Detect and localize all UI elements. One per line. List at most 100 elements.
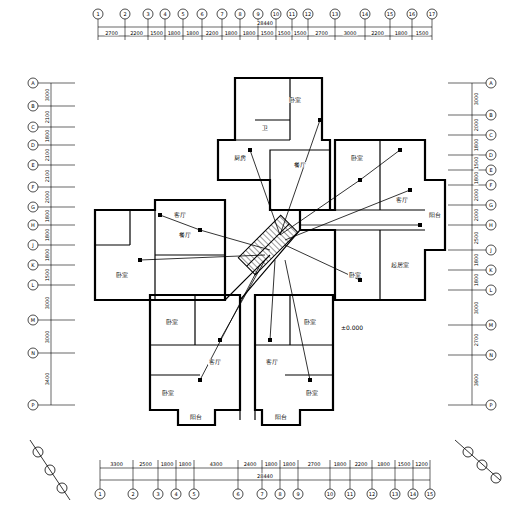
dimension-line bbox=[38, 187, 75, 188]
axis-circle bbox=[28, 122, 38, 132]
room-name: 阳台 bbox=[189, 414, 203, 420]
axis-circle bbox=[93, 9, 103, 19]
dimension-line bbox=[412, 19, 413, 40]
dimension-line bbox=[38, 83, 75, 84]
dimension-line bbox=[100, 468, 430, 469]
room-name: 卧室 bbox=[303, 319, 317, 325]
dimension: 1500 bbox=[45, 268, 50, 283]
room-name: 阳台 bbox=[428, 212, 442, 218]
axis-bubble: 3 bbox=[145, 12, 150, 17]
dimension-line bbox=[448, 115, 486, 116]
dimension: 1800 bbox=[474, 273, 479, 288]
axis-circle bbox=[486, 150, 496, 160]
dimension: 2400 bbox=[243, 462, 258, 467]
axis-circle bbox=[28, 140, 38, 150]
dimension: 2700 bbox=[314, 31, 329, 36]
dimension-line bbox=[292, 19, 293, 40]
dimension: 1800 bbox=[45, 248, 50, 263]
dimension: 1800 bbox=[376, 462, 391, 467]
axis-circle bbox=[486, 265, 496, 275]
axis-bubble: 9 bbox=[295, 492, 300, 497]
axis-bubble: M bbox=[488, 323, 494, 328]
axis-bubble: 11 bbox=[288, 12, 296, 17]
dimension-line bbox=[372, 460, 373, 489]
dimension-line bbox=[432, 19, 433, 40]
dimension-line bbox=[448, 355, 486, 356]
dimension-line bbox=[176, 460, 177, 489]
axis-bubble: G bbox=[488, 203, 494, 208]
dimension-line bbox=[335, 19, 336, 40]
axis-bubble: F bbox=[31, 185, 36, 190]
dimension: 1200 bbox=[414, 462, 429, 467]
dimension: 1800 bbox=[394, 31, 409, 36]
dimension: 2700 bbox=[104, 31, 119, 36]
axis-circle bbox=[486, 350, 496, 360]
dimension-line bbox=[165, 19, 166, 40]
axis-bubble: P bbox=[488, 403, 493, 408]
dimension: 2000 bbox=[45, 190, 50, 205]
dimension: 1800 bbox=[178, 462, 193, 467]
axis-circle bbox=[120, 9, 130, 19]
axis-bubble: J bbox=[31, 243, 34, 248]
corner-axes bbox=[30, 440, 501, 500]
dimension-line bbox=[448, 250, 486, 251]
axis-bubble: 12 bbox=[304, 12, 312, 17]
room-name: 卧室 bbox=[350, 155, 364, 161]
axis-circle bbox=[486, 180, 496, 190]
dimension-line bbox=[51, 83, 52, 405]
dimension-line bbox=[222, 19, 223, 40]
axis-circle bbox=[486, 220, 496, 230]
dimension: 1800 bbox=[333, 462, 348, 467]
dimension: 2200 bbox=[354, 462, 369, 467]
dimension-line bbox=[38, 127, 75, 128]
axis-bubble: J bbox=[489, 248, 492, 253]
room-name: 餐厅 bbox=[178, 232, 192, 238]
axis-circle bbox=[367, 489, 377, 499]
dimension-line bbox=[448, 170, 486, 171]
axis-bubble: L bbox=[489, 288, 494, 293]
axis-bubble: 15 bbox=[386, 12, 394, 17]
axis-circle bbox=[287, 9, 297, 19]
axis-bubble: K bbox=[488, 268, 493, 273]
axis-bubble: 8 bbox=[277, 492, 282, 497]
axis-bubble: 7 bbox=[259, 492, 264, 497]
dimension: 1500 bbox=[149, 31, 164, 36]
dimension: 1500 bbox=[474, 155, 479, 170]
axis-bubble: 12 bbox=[368, 492, 376, 497]
room-name: 卧室 bbox=[288, 97, 302, 103]
dimension: 4300 bbox=[209, 462, 224, 467]
axis-bubble: M bbox=[30, 318, 36, 323]
axis-circle bbox=[408, 489, 418, 499]
dimension: 3900 bbox=[474, 373, 479, 388]
dimension-line bbox=[125, 19, 126, 40]
dimension-line bbox=[148, 19, 149, 40]
axis-bubble: K bbox=[30, 263, 35, 268]
dimension: 2200 bbox=[205, 31, 220, 36]
dimension-line bbox=[448, 405, 486, 406]
axis-circle bbox=[28, 78, 38, 88]
axis-circle bbox=[425, 489, 435, 499]
dimension: 1800 bbox=[167, 31, 182, 36]
room-name: 客厅 bbox=[395, 197, 409, 203]
devices bbox=[138, 118, 422, 382]
dimension: 1500 bbox=[277, 31, 292, 36]
axis-circle bbox=[28, 315, 38, 325]
room-name: 卧室 bbox=[348, 272, 362, 278]
dimension-line bbox=[448, 155, 486, 156]
dimension-line bbox=[448, 83, 486, 84]
dimension-line bbox=[158, 460, 159, 489]
axis-bubble: A bbox=[30, 81, 35, 86]
dimension-line bbox=[365, 19, 366, 40]
dimension: 2700 bbox=[474, 333, 479, 348]
partitions bbox=[95, 78, 425, 420]
axis-bubble: 5 bbox=[191, 492, 196, 497]
axis-circle bbox=[427, 9, 437, 19]
axis-bubble: E bbox=[488, 168, 493, 173]
axis-circle bbox=[28, 160, 38, 170]
dimension-line bbox=[183, 19, 184, 40]
axis-circle bbox=[293, 489, 303, 499]
dimension: 2200 bbox=[370, 31, 385, 36]
dimension-line bbox=[38, 405, 75, 406]
axis-circle bbox=[95, 489, 105, 499]
